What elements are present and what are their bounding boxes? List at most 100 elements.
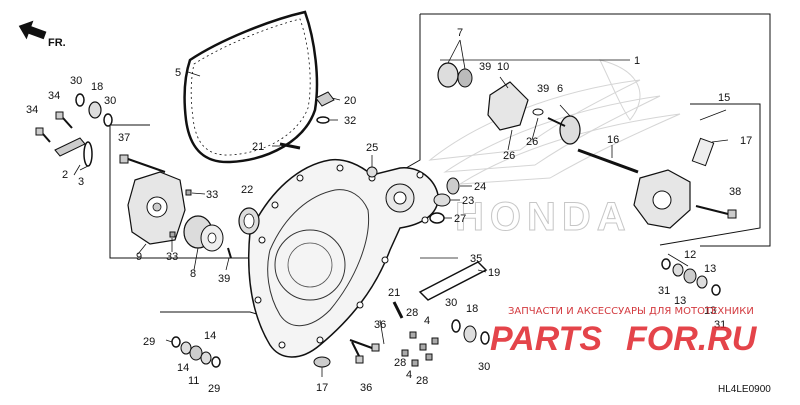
- label-34a: 34: [48, 90, 60, 102]
- watermark: ЗАПЧАСТИ И АКСЕССУАРЫ ДЛЯ МОТОТЕХНИКИ PA…: [490, 306, 758, 358]
- label-35: 35: [470, 253, 482, 265]
- dowel-21b: [392, 301, 404, 319]
- label-24: 24: [474, 181, 486, 193]
- label-2: 2: [62, 169, 68, 181]
- label-11: 11: [188, 375, 199, 387]
- label-28a: 28: [406, 307, 418, 319]
- label-10: 10: [497, 61, 509, 73]
- label-1: 1: [634, 55, 640, 67]
- seal-25: [366, 166, 378, 178]
- label-25: 25: [366, 142, 378, 154]
- label-22: 22: [241, 184, 253, 196]
- label-17b: 17: [316, 382, 328, 394]
- oring-30c: [451, 319, 461, 333]
- front-direction-marker: FR.: [18, 20, 66, 49]
- label-37: 37: [118, 132, 130, 144]
- washer-14b: [200, 351, 212, 365]
- label-14b: 14: [177, 362, 189, 374]
- oring-31a: [661, 258, 671, 270]
- oring-30b: [103, 113, 113, 127]
- label-30c: 30: [445, 297, 457, 309]
- plate-2: [54, 137, 86, 157]
- plug-17b: [313, 356, 331, 368]
- label-18a: 18: [91, 81, 103, 93]
- seal-18b: [463, 325, 477, 343]
- label-29a: 29: [143, 336, 155, 348]
- label-36b: 36: [360, 382, 372, 394]
- label-17a: 17: [740, 135, 752, 147]
- front-arrow-icon: [18, 20, 47, 40]
- label-28b: 28: [394, 357, 406, 369]
- bolt-37: [119, 154, 166, 173]
- bolt-34-lower: [35, 127, 51, 143]
- label-39b: 39: [537, 83, 549, 95]
- shaft-16: [577, 148, 639, 174]
- label-7: 7: [457, 27, 463, 39]
- label-39a: 39: [479, 61, 491, 73]
- label-5: 5: [175, 67, 181, 79]
- label-14a: 14: [204, 330, 216, 342]
- pin-39a: [227, 247, 232, 259]
- bolt-36b: [351, 341, 364, 364]
- label-31b: 31: [714, 319, 726, 331]
- label-26b: 26: [526, 136, 538, 148]
- label-12: 12: [684, 249, 696, 261]
- label-30b: 30: [104, 95, 116, 107]
- spacer-11: [189, 345, 203, 361]
- label-4a: 4: [424, 315, 430, 327]
- label-4b: 4: [406, 369, 412, 381]
- diagram-code: HL4LE0900: [718, 384, 771, 395]
- label-31a: 31: [658, 285, 670, 297]
- bolt-38: [695, 205, 737, 219]
- dowel-21a: [279, 142, 301, 150]
- cap-20: [315, 91, 335, 107]
- oring-31b: [711, 284, 721, 296]
- washer-13a: [672, 263, 684, 277]
- label-30a: 30: [70, 75, 82, 87]
- gasket-5: [183, 10, 319, 164]
- leader-lines: [73, 39, 729, 377]
- label-20: 20: [344, 95, 356, 107]
- watermark-brand-left: PARTS: [490, 320, 602, 358]
- front-label: FR.: [48, 37, 66, 49]
- label-39c: 39: [218, 273, 230, 285]
- label-29b: 29: [208, 383, 220, 395]
- oring-29b: [211, 356, 221, 368]
- watermark-tagline: ЗАПЧАСТИ И АКСЕССУАРЫ ДЛЯ МОТОТЕХНИКИ: [508, 306, 754, 317]
- oil-pump-top: [437, 62, 581, 145]
- label-23: 23: [462, 195, 474, 207]
- bolt-36a: [349, 339, 380, 352]
- filter-17a: [691, 137, 715, 167]
- collar-group-4-28: [401, 331, 439, 367]
- label-21b: 21: [388, 287, 400, 299]
- label-26a: 26: [503, 150, 515, 162]
- oring-3: [83, 141, 93, 167]
- assembly-bracket-bottom: [160, 311, 271, 319]
- oring-30a: [75, 93, 85, 107]
- oring-32: [316, 116, 330, 124]
- label-33a: 33: [206, 189, 218, 201]
- bearing-23: [433, 193, 451, 207]
- pin-33b: [169, 231, 176, 238]
- label-38: 38: [729, 186, 741, 198]
- washer-13b: [696, 275, 708, 289]
- label-13a: 13: [704, 263, 716, 275]
- label-16: 16: [607, 134, 619, 146]
- label-33b: 33: [166, 251, 178, 263]
- oring-30d: [480, 331, 490, 345]
- spacer-12: [683, 268, 697, 284]
- label-6: 6: [557, 83, 563, 95]
- seal-18a: [88, 101, 102, 119]
- label-21a: 21: [252, 141, 264, 153]
- assembly-bracket-left: [109, 14, 421, 259]
- label-15: 15: [718, 92, 730, 104]
- oring-27: [429, 212, 445, 224]
- label-30d: 30: [478, 361, 490, 373]
- label-27: 27: [454, 213, 466, 225]
- label-36a: 36: [374, 319, 386, 331]
- honda-logo-text: HONDA: [455, 195, 632, 239]
- assembly-bracket-1: [420, 13, 771, 247]
- label-13b: 13: [674, 295, 686, 307]
- dowel-33a: [185, 189, 192, 196]
- assembly-bracket-15: [659, 103, 761, 246]
